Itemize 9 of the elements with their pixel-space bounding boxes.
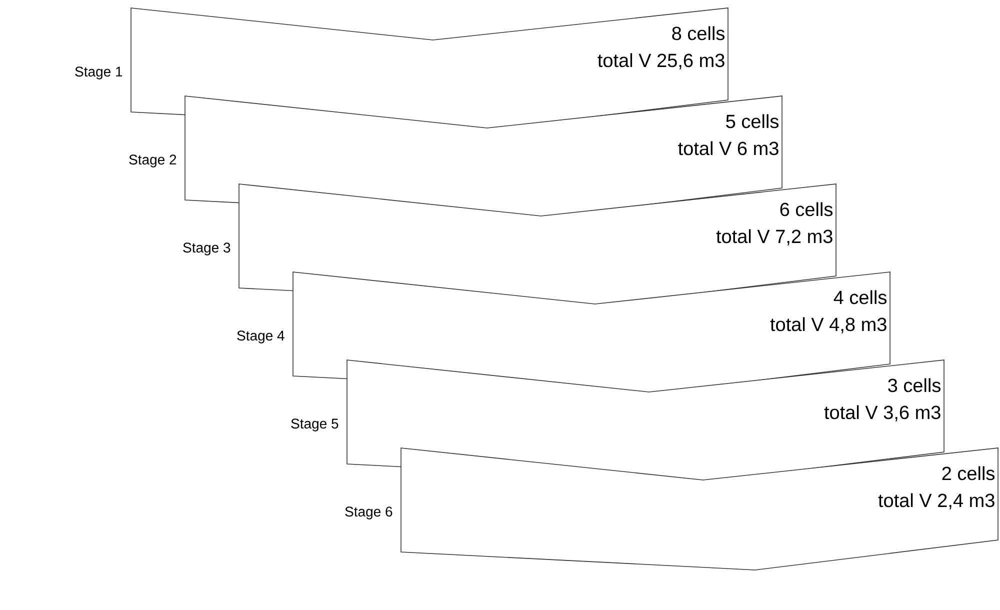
stage-label: Stage 6 bbox=[345, 506, 392, 520]
node-label: 2 cells bbox=[942, 466, 994, 480]
node-label: total V 2,4 m3 bbox=[878, 493, 994, 510]
stage-label: Stage 3 bbox=[183, 242, 230, 256]
stage-label: Stage 5 bbox=[291, 418, 338, 432]
stage-label: Stage 2 bbox=[129, 154, 176, 168]
stage-label: Stage 1 bbox=[75, 66, 122, 80]
stage-label: Stage 4 bbox=[237, 330, 284, 344]
stage-panel: 2 cells total V 2,4 m3 bbox=[400, 448, 998, 570]
